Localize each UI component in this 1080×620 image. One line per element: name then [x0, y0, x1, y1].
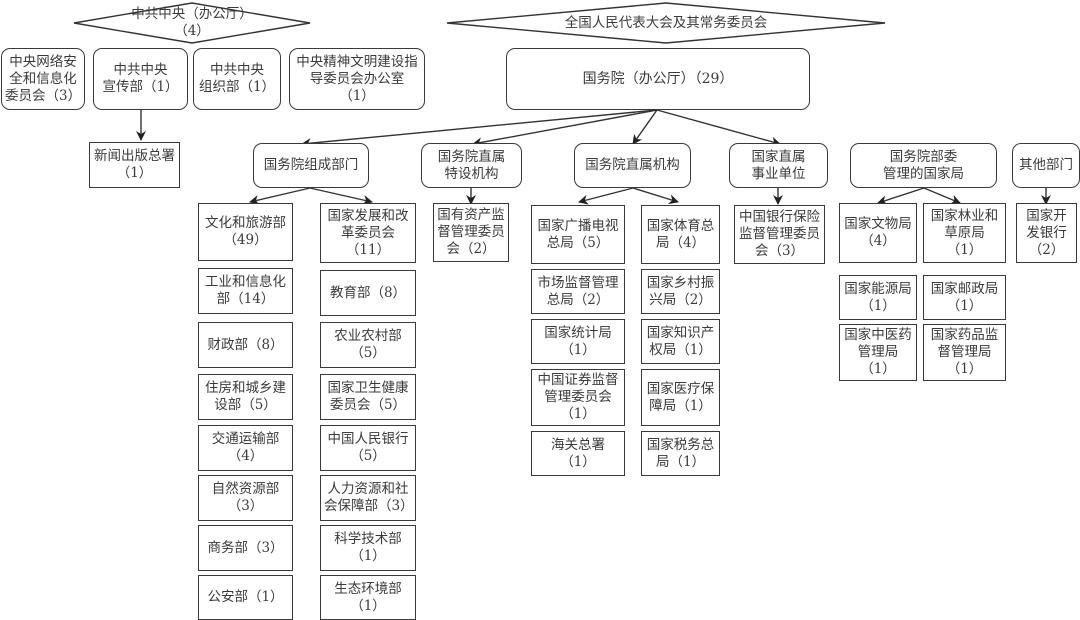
bureau-box[interactable]: 国家能源局 （1） [839, 275, 917, 320]
category-other[interactable]: 其他部门 [1012, 143, 1080, 188]
ministry-box[interactable]: 商务部（3） [198, 525, 293, 571]
bureau-box[interactable]: 国家邮政局 （1） [923, 275, 1006, 320]
bureau-box[interactable]: 国家文物局 （4） [839, 203, 917, 263]
ministry-box[interactable]: 国家卫生健康 委员会（5） [320, 374, 416, 420]
category-constituent[interactable]: 国务院组成部门 [253, 143, 369, 188]
diamond-shape [446, 2, 886, 44]
ministry-box[interactable]: 人力资源和社 会保障部（3） [320, 475, 416, 521]
party-central-label: 中共中央（办公厅） （4） [131, 6, 253, 39]
diamond-shape [73, 2, 311, 44]
arrow-sc-to-institution [656, 109, 781, 147]
agency-box[interactable]: 国家体育总 局（4） [641, 205, 720, 264]
arrow-sc-to-constituent [301, 109, 658, 149]
agency-box[interactable]: 国家税务总 局（1） [641, 431, 720, 476]
agency-box[interactable]: 海关总署 （1） [531, 431, 625, 476]
cdb-box[interactable]: 国家开 发银行 （2） [1016, 203, 1077, 263]
ministry-box[interactable]: 工业和信息化 部（14） [198, 268, 293, 314]
category-special[interactable]: 国务院直属 特设机构 [421, 143, 522, 188]
party-dept-organization[interactable]: 中共中央 组织部（1） [193, 48, 281, 110]
bureau-box[interactable]: 国家中医药 管理局 （1） [839, 324, 917, 381]
agency-box[interactable]: 国家医疗保 障局（1） [641, 369, 720, 426]
arrow-direct-to-left [578, 187, 634, 205]
ministry-box[interactable]: 文化和旅游部 （49） [198, 203, 293, 261]
category-institution[interactable]: 国家直属 事业单位 [729, 143, 828, 188]
agency-box[interactable]: 国家乡村振 兴局（2） [641, 269, 720, 314]
agency-box[interactable]: 国家知识产 权局（1） [641, 319, 720, 364]
press-administration[interactable]: 新闻出版总署 （1） [89, 142, 180, 188]
agency-box[interactable]: 中国证券监督 管理委员会 （1） [531, 369, 625, 426]
ministry-box[interactable]: 自然资源部 （3） [198, 475, 293, 521]
arrow-sc-to-direct [632, 109, 658, 145]
ministry-box[interactable]: 公安部（1） [198, 575, 293, 620]
ministry-box[interactable]: 住房和城乡建 设部（5） [198, 374, 293, 420]
ministry-box[interactable]: 中国人民银行 （5） [320, 425, 416, 471]
bureau-box[interactable]: 国家药品监 督管理局 （1） [923, 324, 1006, 381]
cbirc-box[interactable]: 中国银行保险 监督管理委员 会（3） [734, 205, 825, 264]
arrow-bureaus-to-left [877, 187, 925, 205]
ministry-box[interactable]: 农业农村部 （5） [320, 322, 416, 368]
party-central-diamond[interactable]: 中共中央（办公厅） （4） [73, 2, 311, 44]
category-direct[interactable]: 国务院直属机构 [574, 143, 691, 188]
agency-box[interactable]: 市场监督管理 总局（2） [531, 269, 625, 314]
npc-diamond[interactable]: 全国人民代表大会及其常务委员会 [446, 2, 886, 44]
arrow-direct-to-right [632, 187, 679, 205]
bureau-box[interactable]: 国家林业和 草原局 （1） [923, 203, 1006, 263]
party-dept-civilization[interactable]: 中央精神文明建设指 导委员会办公室 （1） [289, 48, 425, 110]
arrow-constituent-to-left [249, 187, 311, 205]
ministry-box[interactable]: 生态环境部 （1） [320, 575, 416, 620]
category-bureaus[interactable]: 国务院部委 管理的国家局 [850, 143, 997, 188]
state-council-box[interactable]: 国务院（办公厅）（29） [506, 48, 810, 110]
ministry-box[interactable]: 国家发展和改 革委员会 （11） [320, 203, 416, 263]
agency-box[interactable]: 国家广播电视 总局（5） [531, 205, 625, 264]
arrow-sc-to-special [472, 109, 658, 148]
arrow-constituent-to-right [309, 187, 373, 205]
sasac-box[interactable]: 国有资产监 督管理委员 会（2） [433, 203, 509, 262]
arrow-bureaus-to-right [923, 187, 961, 205]
ministry-box[interactable]: 交通运输部 （4） [198, 425, 293, 471]
agency-box[interactable]: 国家统计局 （1） [531, 319, 625, 364]
ministry-box[interactable]: 教育部（8） [320, 270, 416, 316]
party-dept-propaganda[interactable]: 中共中央 宣传部（1） [93, 48, 188, 110]
ministry-box[interactable]: 财政部（8） [198, 322, 293, 368]
party-dept-cyberspace[interactable]: 中央网络安 全和信息化 委员会（3） [1, 48, 85, 110]
npc-label: 全国人民代表大会及其常务委员会 [564, 14, 768, 31]
ministry-box[interactable]: 科学技术部 （1） [320, 525, 416, 571]
